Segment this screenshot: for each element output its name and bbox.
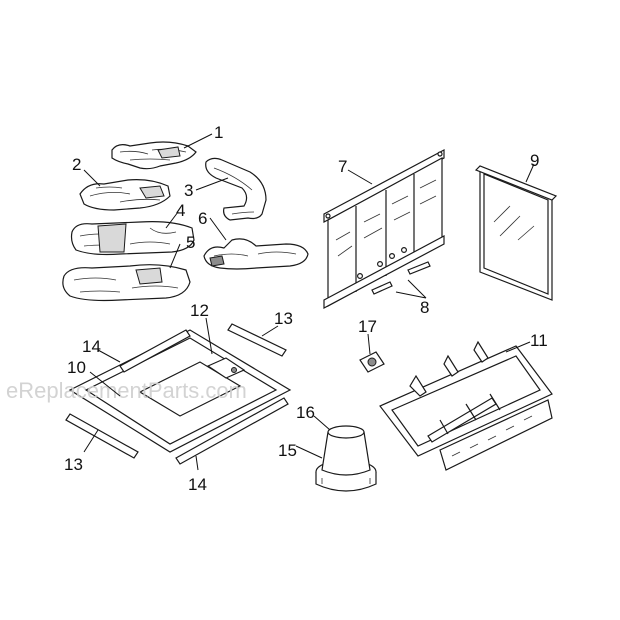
- log-part-3[interactable]: [205, 157, 267, 221]
- log-part-6[interactable]: [203, 238, 309, 270]
- callout-16: 16: [296, 403, 315, 422]
- callout-13-lower: 13: [64, 455, 83, 474]
- base-panel-10[interactable]: [68, 329, 292, 453]
- callout-10: 10: [67, 358, 86, 377]
- log-part-2[interactable]: [79, 179, 171, 211]
- callout-15: 15: [278, 441, 297, 460]
- callout-8: 8: [420, 298, 429, 317]
- blower-assembly-15[interactable]: [315, 425, 377, 492]
- trim-strip-13-upper[interactable]: [227, 323, 287, 357]
- handles-part-8[interactable]: [371, 261, 431, 295]
- door-panel-9[interactable]: [474, 165, 558, 301]
- log-part-4[interactable]: [70, 221, 195, 256]
- trim-strip-14-lower[interactable]: [175, 397, 289, 465]
- callout-6: 6: [198, 209, 207, 228]
- callout-2: 2: [72, 155, 81, 174]
- log-part-1[interactable]: [111, 141, 197, 170]
- trim-strip-14-upper[interactable]: [119, 329, 191, 373]
- callout-11: 11: [530, 331, 548, 350]
- callout-3: 3: [184, 181, 193, 200]
- callout-12: 12: [190, 301, 209, 320]
- callout-7: 7: [338, 157, 347, 176]
- callout-14-upper: 14: [82, 337, 101, 356]
- door-assembly-7[interactable]: [323, 149, 445, 309]
- callout-5: 5: [186, 233, 195, 252]
- log-part-5[interactable]: [62, 264, 191, 302]
- callout-4: 4: [176, 201, 185, 220]
- callout-13-upper: 13: [274, 309, 293, 328]
- callout-14-lower: 14: [188, 475, 207, 494]
- trim-strip-13-lower[interactable]: [65, 413, 139, 459]
- watermark-text: eReplacementParts.com: [6, 378, 247, 403]
- callout-9: 9: [530, 151, 539, 170]
- callout-1: 1: [214, 123, 223, 142]
- leader-lines: [83, 133, 535, 471]
- igniter-part-17[interactable]: [359, 351, 385, 373]
- burner-grate-11[interactable]: [379, 340, 553, 471]
- callout-17: 17: [358, 317, 377, 336]
